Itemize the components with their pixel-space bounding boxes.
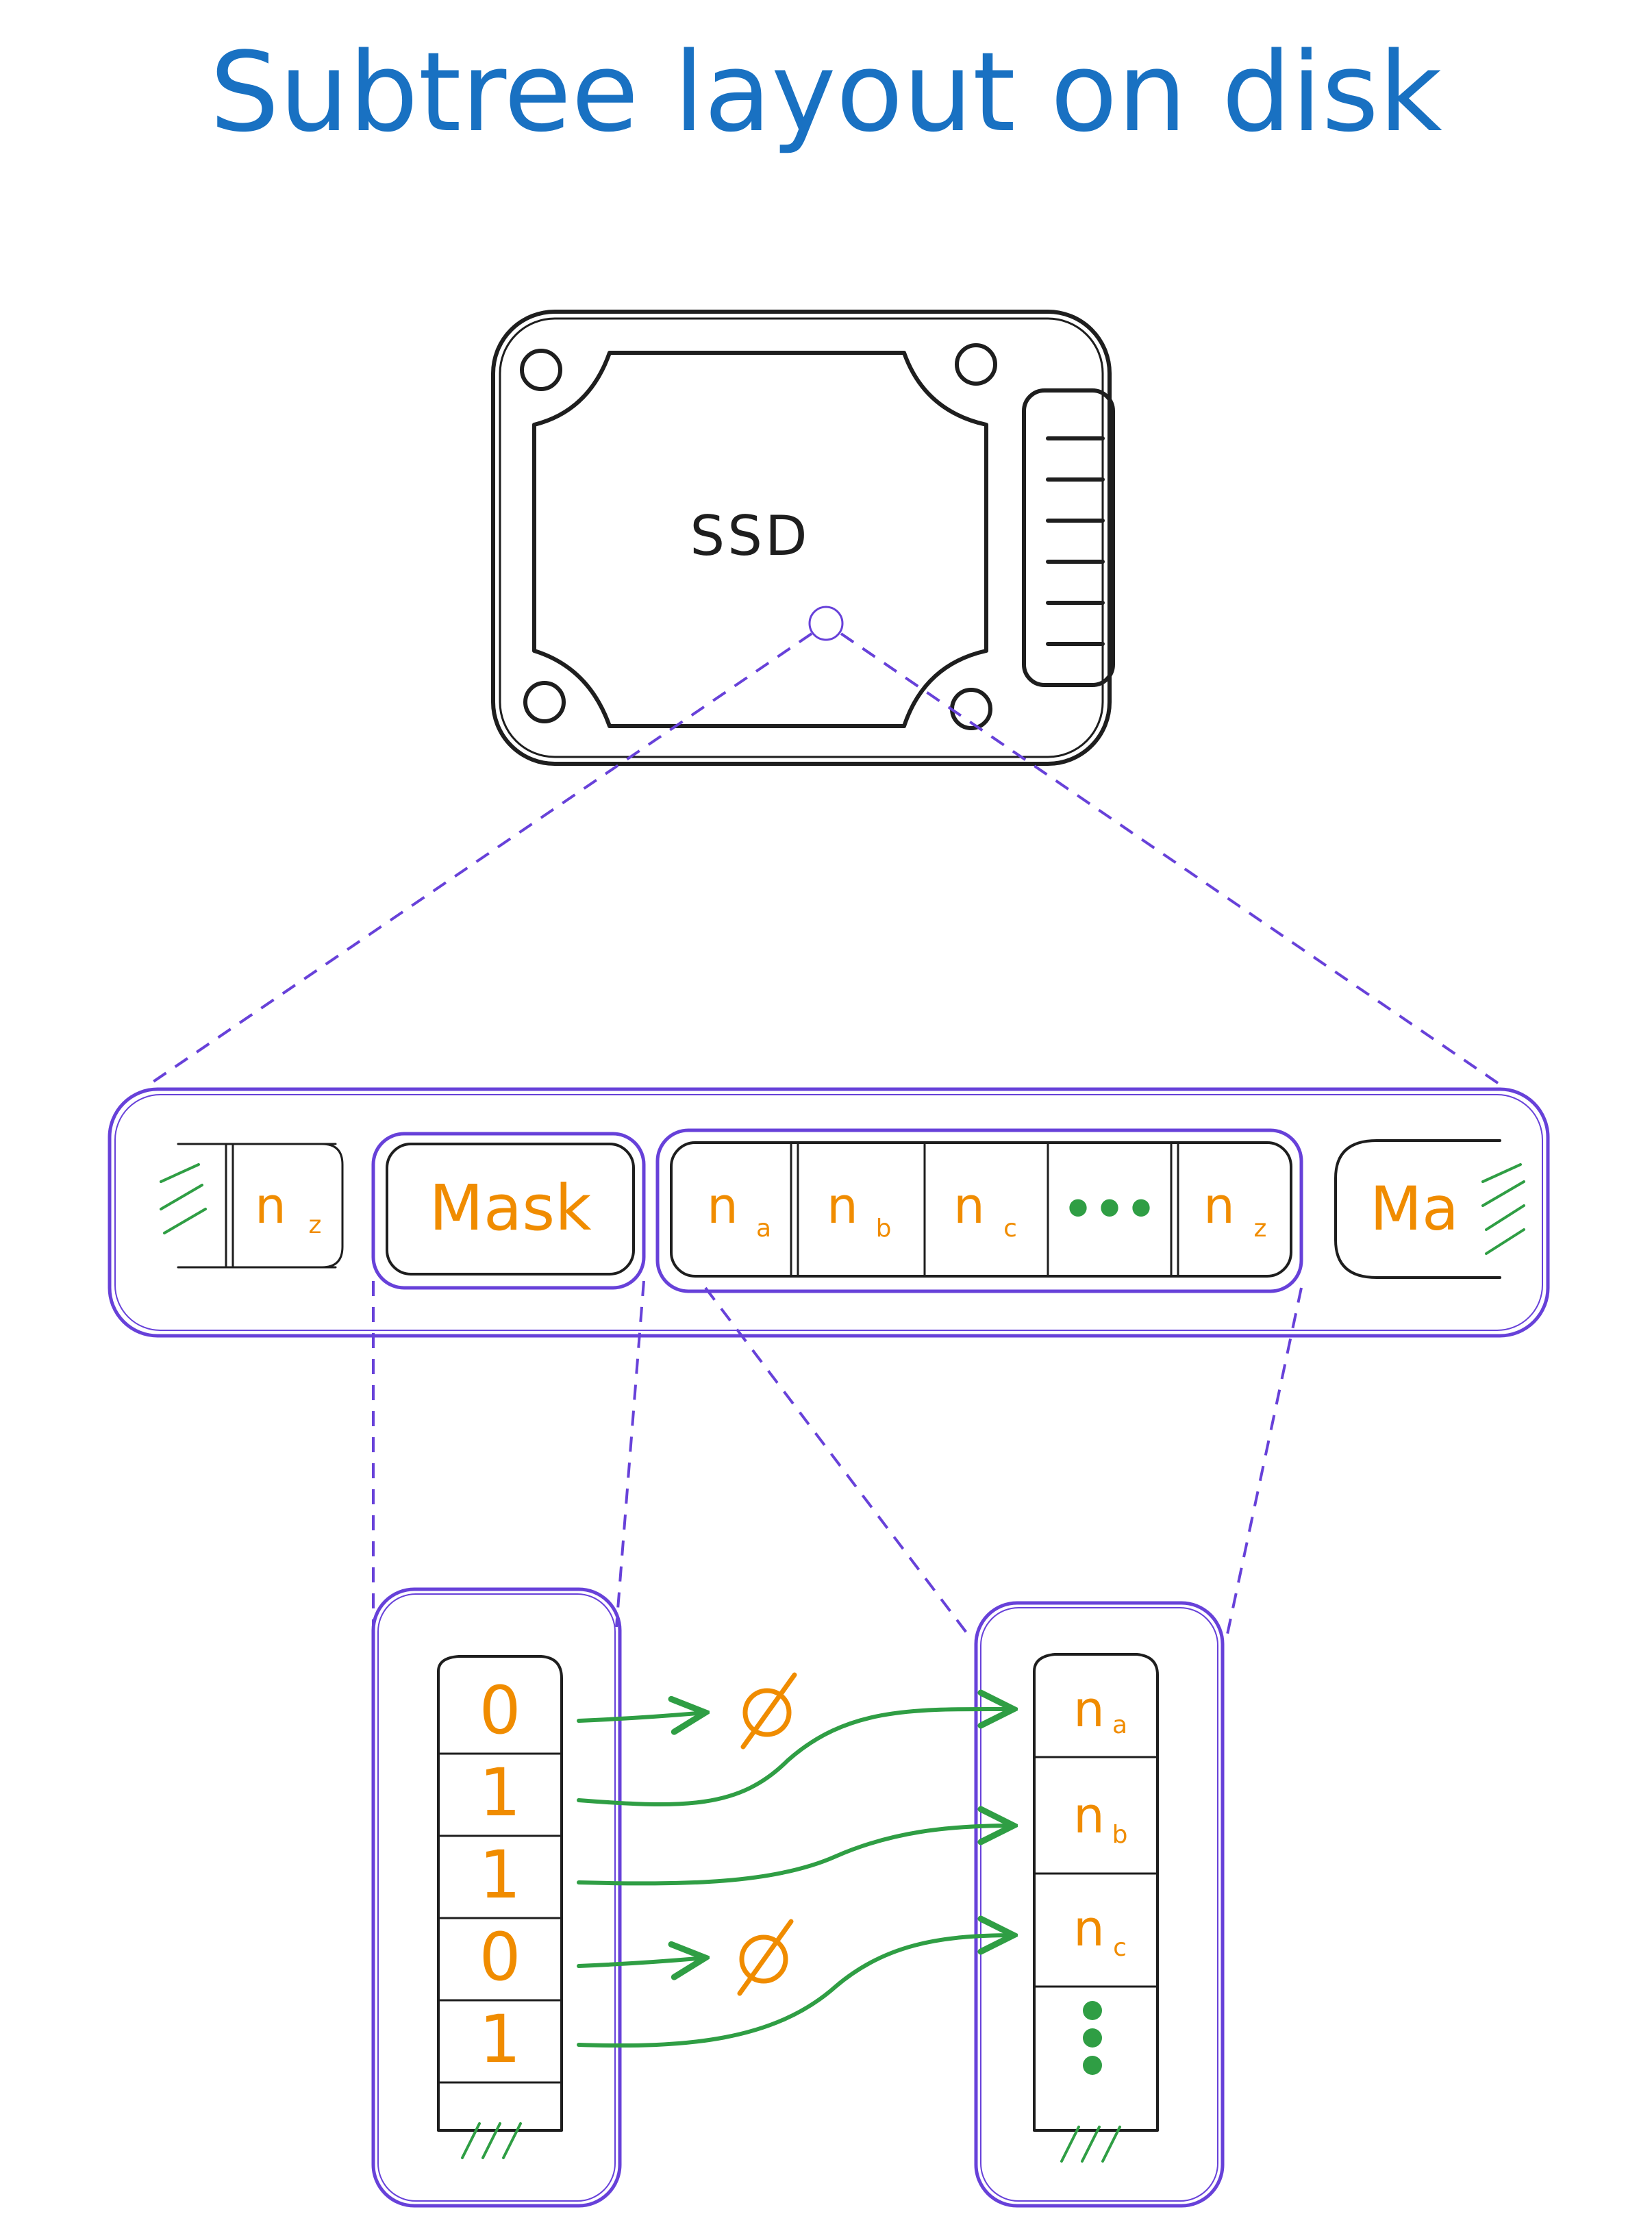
arrow-bit1-to-na bbox=[577, 1709, 1014, 1806]
children-zoom-line-left bbox=[704, 1286, 974, 1642]
mask-bit: 0 bbox=[479, 1672, 521, 1749]
ssd-label: SSD bbox=[690, 504, 810, 568]
mapping-arrows bbox=[577, 1709, 1014, 2048]
arrow-bit0-to-empty bbox=[577, 1713, 705, 1721]
strip-child-sub: b bbox=[876, 1215, 892, 1243]
child-node-name: n bbox=[1073, 1787, 1105, 1844]
strip-mask-label: Mask bbox=[429, 1171, 592, 1245]
mask-bit: 0 bbox=[479, 1919, 521, 1995]
children-detail-panel: n a n b n c bbox=[974, 1601, 1225, 2208]
ellipsis-dot bbox=[1083, 2028, 1102, 2048]
empty-set-icon bbox=[737, 1919, 794, 1996]
strip-ellipsis: ••• bbox=[1062, 1180, 1157, 1238]
ellipsis-dot bbox=[1083, 2001, 1102, 2020]
strip-child-name: n bbox=[953, 1177, 985, 1234]
strip-child-name: n bbox=[827, 1177, 858, 1234]
strip-left-node-sub: z bbox=[309, 1211, 322, 1239]
strip-child-name: n bbox=[707, 1177, 738, 1234]
zoom-origin-marker bbox=[808, 606, 844, 641]
ellipsis-dot bbox=[1083, 2056, 1102, 2075]
child-node-name: n bbox=[1073, 1900, 1105, 1957]
mask-bit: 1 bbox=[479, 1754, 521, 1831]
empty-set-icon bbox=[740, 1672, 797, 1750]
zoom-line-right bbox=[840, 632, 1508, 1091]
truncation-hatch-icon bbox=[160, 1163, 200, 1183]
zoom-line-left bbox=[146, 632, 813, 1087]
strip-right-partial-label: Ma bbox=[1370, 1173, 1459, 1244]
disk-strip: n z Mask n a n b n c ••• bbox=[108, 1087, 1550, 1338]
ssd-icon: SSD bbox=[491, 310, 1115, 766]
mask-detail-panel: 0 1 1 0 1 bbox=[371, 1587, 622, 2208]
strip-child-sub: a bbox=[756, 1215, 771, 1243]
strip-mask-box: Mask bbox=[371, 1132, 646, 1290]
arrow-bit3-to-empty bbox=[577, 1958, 705, 1966]
children-zoom-line-right bbox=[1225, 1287, 1303, 1641]
mask-zoom-line-right bbox=[615, 1280, 645, 1628]
strip-left-node-name: n bbox=[255, 1177, 286, 1234]
strip-children-box bbox=[655, 1128, 1303, 1293]
strip-child-sub: c bbox=[1003, 1215, 1017, 1243]
strip-right-partial: Ma bbox=[1334, 1139, 1525, 1279]
child-node-sub: a bbox=[1112, 1711, 1127, 1739]
strip-left-partial: n z bbox=[160, 1143, 344, 1269]
strip-child-name: n bbox=[1203, 1177, 1235, 1234]
strip-children-labels: n a n b n c ••• n z bbox=[707, 1177, 1266, 1243]
strip-child-sub: z bbox=[1254, 1215, 1267, 1243]
diagram-title: Subtree layout on disk bbox=[210, 28, 1442, 156]
arrow-bit4-to-nc bbox=[577, 1935, 1014, 2048]
child-node-name: n bbox=[1073, 1680, 1105, 1738]
child-node-sub: c bbox=[1113, 1934, 1127, 1962]
mask-bit: 1 bbox=[479, 1837, 521, 1913]
arrow-bit2-to-nb bbox=[577, 1826, 1014, 1886]
mask-bit: 1 bbox=[479, 2001, 521, 2078]
child-node-sub: b bbox=[1112, 1821, 1128, 1849]
